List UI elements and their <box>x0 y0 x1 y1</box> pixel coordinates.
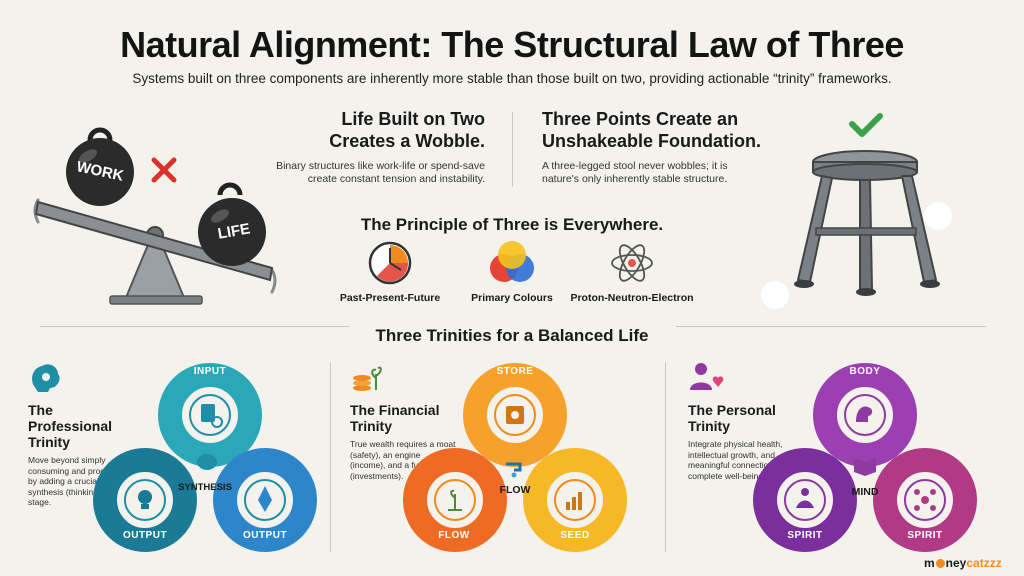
brain-icon <box>197 454 217 470</box>
personal-body-0: Integrate physical health, <box>688 439 783 449</box>
professional-top-label: INPUT <box>193 366 227 377</box>
professional-body-4: stage. <box>28 497 52 507</box>
atom-icon <box>611 244 653 282</box>
professional-body-2: by adding a crucial <box>28 476 99 486</box>
document-search-icon <box>201 404 223 428</box>
personal-trinity-diagram <box>753 363 977 552</box>
page-title: Natural Alignment: The Structural Law of… <box>120 24 904 65</box>
col-divider-2 <box>665 362 666 552</box>
wrong-x-icon <box>151 157 177 183</box>
personal-body-3: complete well-being. <box>688 470 766 481</box>
lightbulb-icon <box>138 490 152 509</box>
financial-body-2: (income), and a future <box>350 460 434 470</box>
financial-trinity-diagram <box>403 363 627 552</box>
trinities-title: Three Trinities for a Balanced Life <box>375 326 649 345</box>
financial-body-0: True wealth requires a moat <box>350 439 456 449</box>
personal-title-line1: The Personal <box>688 402 776 418</box>
network-icon <box>914 489 936 511</box>
professional-body-1: consuming and producing <box>28 465 126 476</box>
professional-left-label: OUTPUT <box>122 530 168 541</box>
personal-body-1: intellectual growth, and <box>688 449 775 460</box>
personal-body-2: meaningful connection for <box>688 460 786 470</box>
three-body-line1: A three-legged stool never wobbles; it i… <box>542 160 728 172</box>
financial-title-line2: Trinity <box>350 418 393 434</box>
faucet-icon <box>506 462 522 478</box>
principle-label-atom: Proton-Neutron-Electron <box>570 292 694 304</box>
three-heading-line1: Three Points Create an <box>542 109 739 129</box>
two-heading-line1: Life Built on Two <box>341 109 485 129</box>
seesaw-illustration <box>33 127 277 305</box>
professional-trinity-diagram <box>93 363 317 552</box>
life-weight <box>198 182 266 266</box>
trinities-divider-right <box>676 326 986 327</box>
three-body-line2: nature's only inherently stable structur… <box>542 173 728 185</box>
coins-plant-icon <box>353 366 382 391</box>
financial-body-1: (safety), an engine <box>350 449 421 460</box>
personal-right-label: SPIRIT <box>907 530 943 541</box>
two-heading-line2: Creates a Wobble. <box>329 131 485 151</box>
col-divider-1 <box>330 362 331 552</box>
personal-left-label: SPIRIT <box>787 530 823 541</box>
trinities-divider-left <box>40 326 350 327</box>
color-circles-icon <box>490 241 534 282</box>
brain-gear-icon <box>32 364 60 392</box>
professional-center-label: SYNTHESIS <box>178 482 232 493</box>
check-icon <box>849 113 883 137</box>
principle-label-colours: Primary Colours <box>471 292 553 304</box>
brand-o-icon <box>935 559 945 568</box>
principle-title: The Principle of Three is Everywhere. <box>360 215 664 234</box>
page-subtitle: Systems built on three components are in… <box>132 71 892 86</box>
safe-icon <box>506 406 524 424</box>
personal-top-label: BODY <box>849 366 881 377</box>
top-divider <box>512 112 513 187</box>
clock-icon <box>368 241 412 285</box>
financial-left-label: FLOW <box>438 530 470 541</box>
personal-title-line2: Trinity <box>688 418 731 434</box>
muscle-arm-icon <box>856 406 873 422</box>
professional-title-line1: The Professional <box>28 402 113 434</box>
meditation-icon <box>796 488 814 508</box>
professional-body-3: synthesis (thinking) <box>28 486 101 497</box>
financial-title-line1: The Financial <box>350 402 440 418</box>
professional-right-label: OUTPUT <box>242 530 288 541</box>
person-heart-icon <box>690 363 724 390</box>
work-weight <box>66 127 134 206</box>
plant-hand-icon <box>448 489 462 511</box>
book-icon <box>854 458 876 476</box>
financial-right-label: SEED <box>560 530 590 541</box>
professional-title-line2: Trinity <box>28 434 71 450</box>
financial-top-label: STORE <box>496 366 534 377</box>
financial-body-3: (investments). <box>350 470 404 481</box>
professional-body-0: Move beyond simply <box>28 455 106 465</box>
three-heading-line2: Unshakeable Foundation. <box>542 131 762 151</box>
personal-center-label: MIND <box>851 486 879 498</box>
rocket-icon <box>258 486 272 512</box>
two-body-line1: Binary structures like work-life or spen… <box>276 160 485 172</box>
two-body-line2: create constant tension and instability. <box>307 173 485 185</box>
stool-illustration <box>761 113 952 309</box>
principle-label-time: Past-Present-Future <box>339 292 441 304</box>
financial-center-label: FLOW <box>499 484 531 496</box>
growth-chart-icon <box>566 492 582 510</box>
